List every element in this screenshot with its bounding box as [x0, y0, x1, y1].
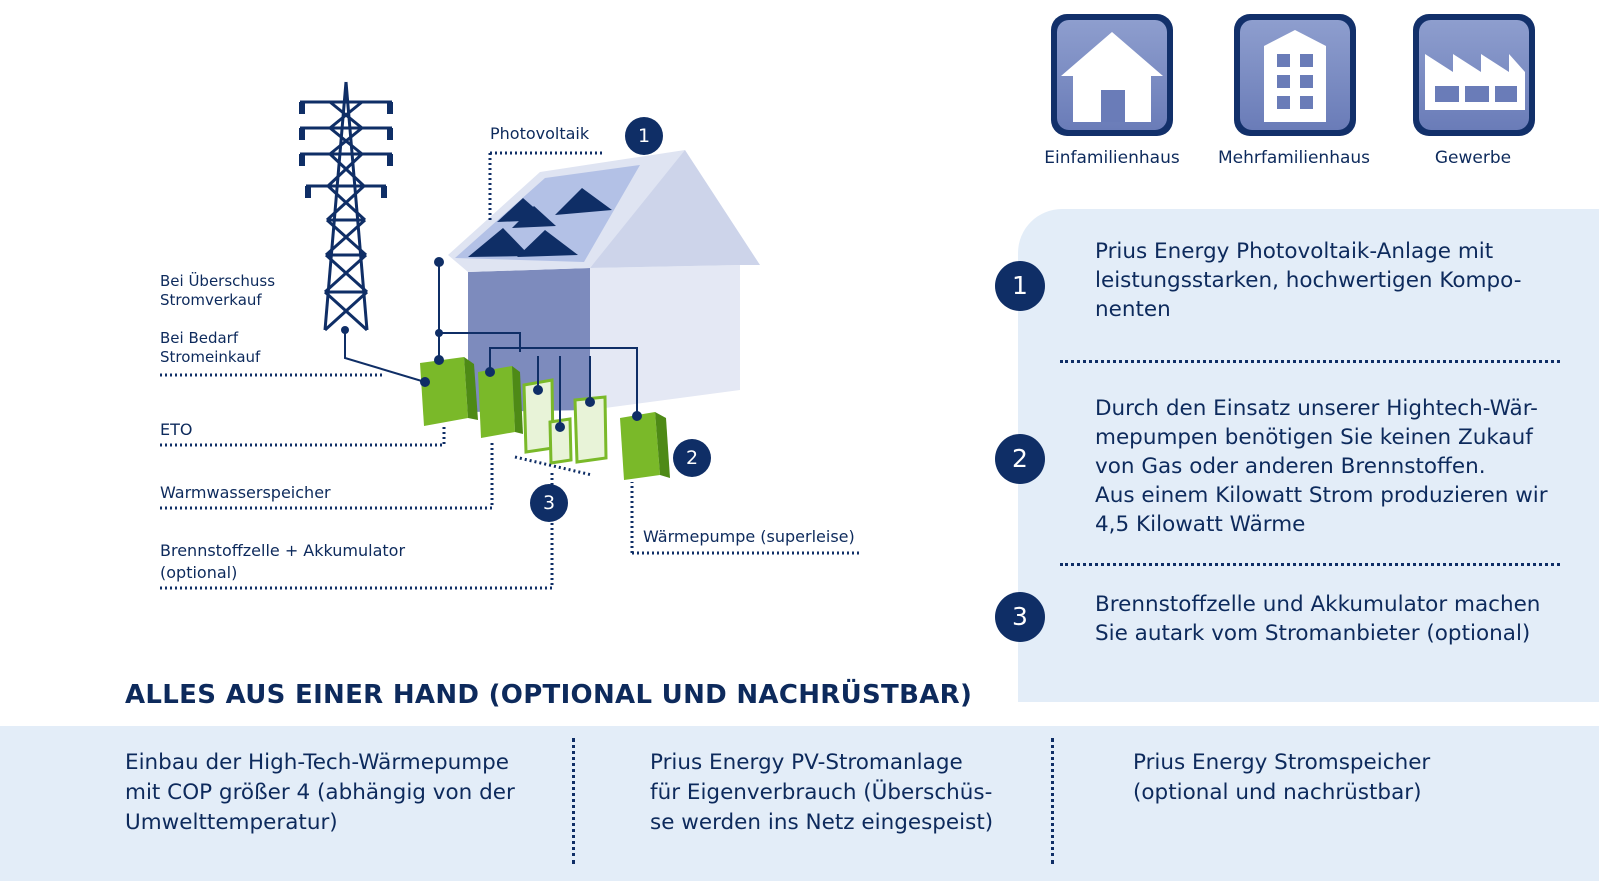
building-type-label-2: Mehrfamilienhaus — [1217, 148, 1371, 168]
feature-separator-2 — [1051, 738, 1054, 864]
info-1-line-2: leistungsstarken, hochwertigen Kompo- — [1095, 268, 1522, 293]
info-3-line-1: Brennstoffzelle und Akkumulator machen — [1095, 592, 1541, 617]
info-panel: 1 Prius Energy Photovoltaik-Anlage mit l… — [995, 209, 1599, 702]
label-surplus-line1: Bei Überschuss — [160, 272, 276, 290]
equipment-units — [420, 357, 670, 480]
label-photovoltaik: Photovoltaik — [490, 124, 590, 143]
label-warmwater: Warmwasserspeicher — [160, 483, 331, 502]
feature-pv: Prius Energy PV-Stromanlage für Eigenver… — [650, 748, 993, 838]
building-type-label-1: Einfamilienhaus — [1044, 148, 1180, 168]
feature-2-line-1: Prius Energy PV-Stromanlage — [650, 750, 963, 775]
label-need-line2: Stromeinkauf — [160, 348, 261, 366]
feature-3-line-2: (optional und nachrüstbar) — [1133, 780, 1422, 805]
info-2-line-3: von Gas oder anderen Brennstoffen. — [1095, 454, 1486, 479]
feature-1-line-1: Einbau der High-Tech-Wärmepumpe — [125, 750, 510, 775]
info-text-1: Prius Energy Photovoltaik-Anlage mit lei… — [1095, 237, 1521, 324]
info-3-line-2: Sie autark vom Stromanbieter (optional) — [1095, 621, 1531, 646]
info-1-line-1: Prius Energy Photovoltaik-Anlage mit — [1095, 239, 1494, 264]
feature-2-line-3: se werden ins Netz eingespeist) — [650, 810, 994, 835]
power-pylon-icon — [300, 81, 392, 332]
feature-3-line-1: Prius Energy Stromspeicher — [1133, 750, 1431, 775]
label-fuelcell-line1: Brennstoffzelle + Akkumulator — [160, 541, 406, 560]
house-illustration — [448, 150, 760, 412]
diagram-marker-2: 2 — [673, 439, 711, 477]
feature-heatpump: Einbau der High-Tech-Wärmepumpe mit COP … — [125, 748, 515, 838]
label-eto: ETO — [160, 420, 193, 439]
info-2-line-1: Durch den Einsatz unserer Hightech-Wär- — [1095, 396, 1538, 421]
section-heading: ALLES AUS EINER HAND (OPTIONAL UND NACHR… — [125, 680, 973, 710]
feature-1-line-2: mit COP größer 4 (abhängig von der — [125, 780, 515, 805]
feature-1-line-3: Umwelttemperatur) — [125, 810, 338, 835]
info-2-line-5: 4,5 Kilowatt Wärme — [1095, 512, 1306, 537]
diagram-marker-1: 1 — [625, 117, 663, 155]
diagram-marker-3: 3 — [530, 484, 568, 522]
info-separator-2 — [1060, 563, 1560, 566]
info-1-line-3: nenten — [1095, 297, 1171, 322]
feature-2-line-2: für Eigenverbrauch (Überschüs- — [650, 780, 993, 805]
info-separator-1 — [1060, 360, 1560, 363]
info-text-2: Durch den Einsatz unserer Hightech-Wär- … — [1095, 394, 1548, 539]
label-heatpump: Wärmepumpe (superleise) — [643, 527, 855, 546]
info-2-line-2: mepumpen benötigen Sie keinen Zukauf — [1095, 425, 1533, 450]
info-text-3: Brennstoffzelle und Akkumulator machen S… — [1095, 590, 1540, 648]
factory-icon — [1413, 14, 1535, 136]
label-surplus-line2: Stromverkauf — [160, 291, 262, 309]
energy-system-diagram — [160, 81, 860, 590]
apartment-building-icon — [1234, 14, 1356, 136]
features-band: Einbau der High-Tech-Wärmepumpe mit COP … — [0, 726, 1599, 881]
wiring-nodes — [341, 257, 642, 432]
feature-storage: Prius Energy Stromspeicher (optional und… — [1133, 748, 1430, 808]
info-2-line-4: Aus einem Kilowatt Strom produzieren wir — [1095, 483, 1548, 508]
label-need-line1: Bei Bedarf — [160, 329, 239, 347]
building-type-label-3: Gewerbe — [1434, 148, 1512, 168]
info-marker-1: 1 — [995, 261, 1045, 311]
pylon-insulators — [299, 102, 393, 198]
info-marker-2: 2 — [995, 434, 1045, 484]
label-fuelcell-line2: (optional) — [160, 563, 238, 582]
feature-separator-1 — [572, 738, 575, 864]
info-marker-3: 3 — [995, 592, 1045, 642]
house-icon — [1051, 14, 1173, 136]
